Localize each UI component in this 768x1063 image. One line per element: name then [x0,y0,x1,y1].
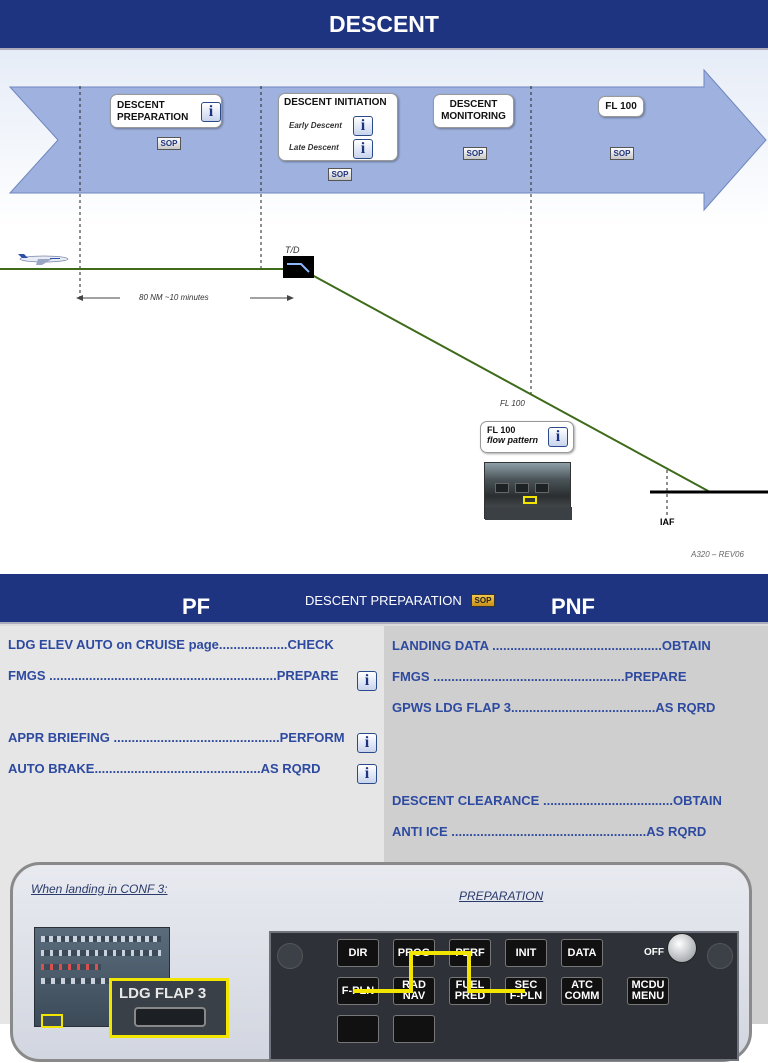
aircraft-icon [18,254,69,265]
phase-descent-preparation[interactable]: DESCENT PREPARATION i [110,94,222,128]
info-icon[interactable]: i [353,139,373,159]
section-title: DESCENT PREPARATION [305,593,462,608]
early-descent-label: Early Descent [289,121,342,130]
illustration-panel: When landing in CONF 3: PREPARATION LDG … [10,862,752,1062]
pnf-item-descent-clearance: DESCENT CLEARANCE ......................… [392,793,722,808]
mcdu-key-atc-comm[interactable]: ATC COMM [561,977,603,1005]
descent-preparation-slide: PF DESCENT PREPARATION SOP PNF LDG ELEV … [0,574,768,1062]
overhead-panel-image [34,927,170,1028]
pf-item-auto-brake: AUTO BRAKE..............................… [8,761,321,776]
ldg-flap-label: LDG FLAP 3 [119,985,207,1002]
sop-button-descent-preparation[interactable]: SOP [157,137,181,150]
descent-profile [0,86,768,515]
info-icon[interactable]: i [353,116,373,136]
mcdu-key-mcdu-menu[interactable]: MCDU MENU [627,977,669,1005]
mcdu-key-init[interactable]: INIT [505,939,547,967]
cockpit-thumbnail[interactable] [484,462,572,520]
sop-button-section[interactable]: SOP [471,594,495,607]
pnf-item-anti-ice: ANTI ICE ...............................… [392,824,707,839]
ldg-flap-callout: LDG FLAP 3 [109,978,229,1038]
pf-item-fmgs: FMGS ...................................… [8,668,339,683]
fl100-flow-pattern-box[interactable]: FL 100 flow pattern i [480,421,574,453]
preparation-label: PREPARATION [459,889,544,903]
info-icon[interactable]: i [548,427,568,447]
td-marker [283,256,314,278]
off-label: OFF [644,947,664,958]
mcdu-key-dir[interactable]: DIR [337,939,379,967]
mcdu-keypad: DIR PROG PERF INIT DATA OFF F-PLN RAD NA… [269,931,739,1061]
pf-item-ldg-elev: LDG ELEV AUTO on CRUISE page............… [8,637,334,652]
info-icon[interactable]: i [357,764,377,784]
pnf-item-gpws: GPWS LDG FLAP 3.........................… [392,700,716,715]
slide-title-bar: DESCENT [0,0,768,50]
mcdu-key-data[interactable]: DATA [561,939,603,967]
info-icon[interactable]: i [201,102,221,122]
ldg-flap-switch[interactable] [134,1007,206,1027]
sop-button-fl100[interactable]: SOP [610,147,634,160]
pf-item-appr-briefing: APPR BRIEFING ..........................… [8,730,345,745]
descent-overview-slide: DESCENT DESCENT PREPARATION i SOP DESCEN… [0,0,768,572]
sop-button-descent-initiation[interactable]: SOP [328,168,352,181]
phase-label: DESCENT INITIATION [284,97,387,108]
conf3-label: When landing in CONF 3: [31,882,168,896]
info-icon[interactable]: i [357,671,377,691]
phase-label: DESCENT PREPARATION [117,100,189,123]
phase-descent-initiation[interactable]: DESCENT INITIATION Early Descent i Late … [278,93,398,161]
sop-button-descent-monitoring[interactable]: SOP [463,147,487,160]
distance-label: 80 NM ~10 minutes [139,293,209,302]
phase-fl100[interactable]: FL 100 [598,96,644,117]
phase-descent-monitoring[interactable]: DESCENT MONITORING [433,94,514,128]
fl100-box-subtitle: flow pattern [487,435,538,445]
td-label: T/D [285,245,300,255]
descent-path [311,274,711,493]
footer-revision: A320 – REV06 [691,550,744,559]
phase-label: FL 100 [605,101,637,112]
pnf-item-landing-data: LANDING DATA ...........................… [392,638,711,653]
sequence-path [353,951,525,993]
slide2-title-bar: PF DESCENT PREPARATION SOP PNF [0,574,768,624]
mcdu-key-rad-nav[interactable]: RAD NAV [393,977,435,1005]
pf-heading: PF [182,594,211,619]
phase-label: DESCENT MONITORING [441,99,506,122]
pnf-item-fmgs: FMGS ...................................… [392,669,687,684]
slide-title: DESCENT [329,10,439,37]
fl100-label: FL 100 [500,399,525,408]
brightness-knob[interactable] [667,933,697,963]
info-icon[interactable]: i [357,733,377,753]
late-descent-label: Late Descent [289,143,339,152]
fl100-box-title: FL 100 [487,425,516,435]
pnf-heading: PNF [551,594,595,619]
iaf-label: IAF [660,517,675,527]
